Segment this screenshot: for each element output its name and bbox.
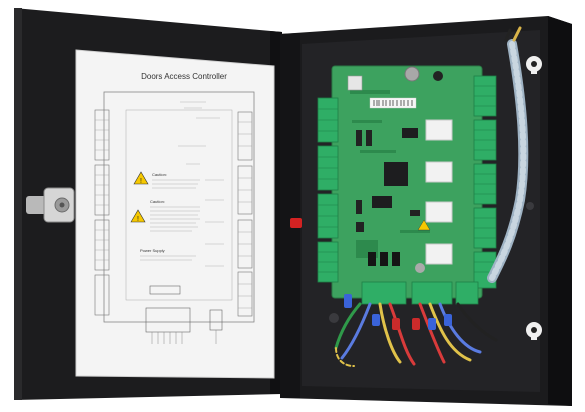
- wire-harness: [334, 26, 529, 367]
- controller-board: [317, 65, 497, 305]
- caution-block-2: ! Caution:: [130, 199, 200, 232]
- door-latch-icon[interactable]: [26, 187, 75, 223]
- warning-icon: [133, 171, 149, 185]
- microcontroller-chip: [384, 162, 408, 186]
- caution-heading-1: Caution:: [152, 172, 167, 177]
- crimp-connectors: [344, 294, 452, 330]
- relay: [425, 161, 453, 183]
- power-supply-block: Power Supply: [140, 248, 223, 344]
- terminal-block-bottom[interactable]: [361, 281, 479, 305]
- sticker-title: Doors Access Controller: [141, 72, 227, 81]
- wiring-diagram-sticker: Doors Access Controller: [75, 49, 275, 379]
- warning-icon: [417, 219, 431, 231]
- terminal-block-left[interactable]: [317, 97, 339, 283]
- terminal-block-right[interactable]: [473, 75, 497, 289]
- svg-text:!: !: [140, 178, 142, 185]
- keyhole-mount-icon: [526, 56, 542, 74]
- tamper-switch[interactable]: [290, 218, 302, 228]
- warning-icon: [130, 209, 146, 223]
- cabinet-door: Doors Access Controller: [14, 8, 282, 400]
- keyhole-mount-icon: [526, 322, 542, 340]
- caution-block-1: ! Caution:: [133, 171, 200, 189]
- relay: [425, 119, 453, 141]
- caution-heading-2: Caution:: [150, 199, 165, 204]
- relay: [425, 243, 453, 265]
- power-heading: Power Supply: [140, 248, 165, 253]
- relay: [417, 201, 453, 231]
- svg-text:!: !: [137, 216, 139, 223]
